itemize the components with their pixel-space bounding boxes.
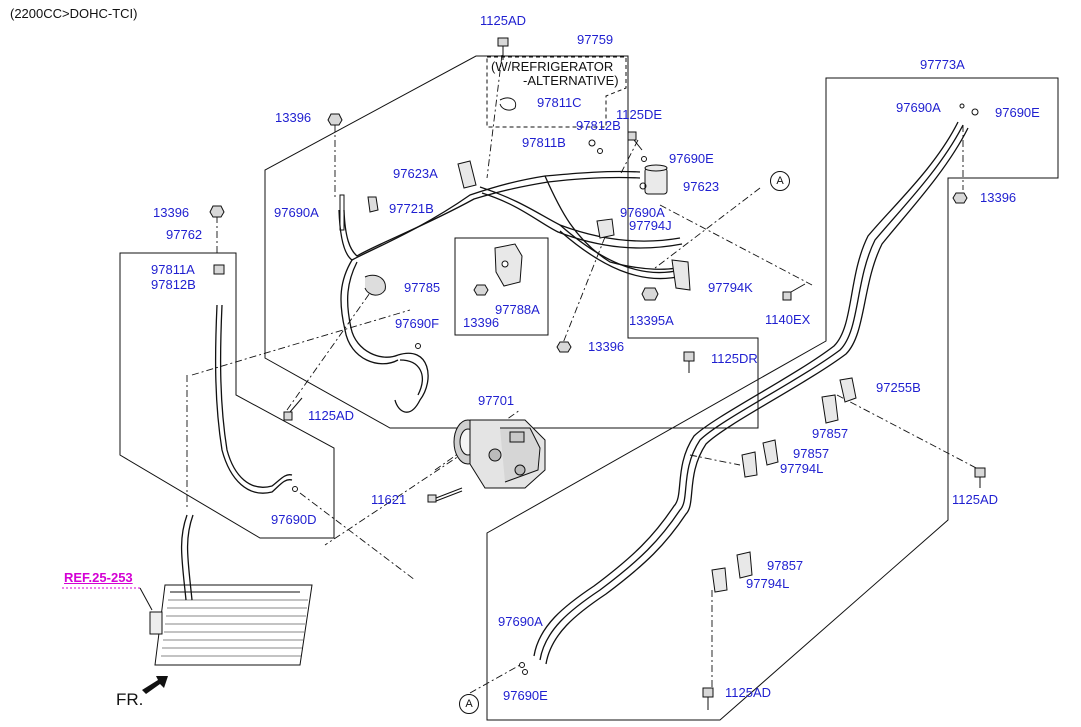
part-label-13396-d[interactable]: 13396	[588, 339, 625, 354]
callout-a-top: A	[770, 171, 790, 191]
part-label-97811c[interactable]: 97811C	[537, 95, 582, 110]
part-label-11621[interactable]: 11621	[371, 492, 407, 507]
part-label-97794l-a[interactable]: 97794L	[780, 461, 824, 476]
part-label-97811b[interactable]: 97811B	[522, 135, 566, 150]
part-label-97721b[interactable]: 97721B	[389, 201, 434, 216]
frame-97788a-box	[454, 237, 549, 336]
part-label-97690a-d[interactable]: 97690A	[498, 614, 543, 629]
part-label-97857-c[interactable]: 97857	[767, 558, 804, 573]
part-label-97255b[interactable]: 97255B	[876, 380, 921, 395]
part-label-97857-b[interactable]: 97857	[793, 446, 830, 461]
part-label-97794j[interactable]: 97794J	[629, 218, 672, 233]
compressor-97701	[453, 419, 546, 489]
part-label-97690d[interactable]: 97690D	[271, 512, 317, 527]
part-label-97690f[interactable]: 97690F	[395, 316, 440, 331]
part-label-97690e-b[interactable]: 97690E	[995, 105, 1040, 120]
frame-97762-group	[119, 252, 335, 539]
part-label-1140ex[interactable]: 1140EX	[765, 312, 811, 327]
part-label-97690a-c[interactable]: 97690A	[896, 100, 941, 115]
part-label-97762[interactable]: 97762	[166, 227, 203, 242]
part-label-97788a[interactable]: 97788A	[495, 302, 540, 317]
part-label-1125ad-top[interactable]: 1125AD	[480, 13, 527, 28]
part-label-97690a-b[interactable]: 97690A	[620, 205, 665, 220]
part-label-1125de[interactable]: 1125DE	[616, 107, 663, 122]
part-label-97785[interactable]: 97785	[404, 280, 441, 295]
ref-link-25-253[interactable]: REF.25-253	[64, 570, 133, 585]
fr-arrow	[142, 676, 168, 694]
part-label-97794k[interactable]: 97794K	[708, 280, 753, 295]
part-label-97812b-a[interactable]: 97812B	[576, 118, 621, 133]
part-label-97623[interactable]: 97623	[683, 179, 720, 194]
part-label-97773a[interactable]: 97773A	[920, 57, 965, 72]
note-line-2: -ALTERNATIVE)	[523, 73, 619, 88]
part-label-13396-e[interactable]: 13396	[980, 190, 1017, 205]
part-label-97690e-a[interactable]: 97690E	[669, 151, 714, 166]
note-line-1: (W/REFRIGERATOR	[491, 59, 614, 74]
part-label-13396-a[interactable]: 13396	[275, 110, 312, 125]
frame-97759-group	[264, 55, 759, 429]
part-label-1125ad-mid[interactable]: 1125AD	[308, 408, 355, 423]
part-label-97812b-b[interactable]: 97812B	[151, 277, 196, 292]
part-label-1125ad-bottom[interactable]: 1125AD	[725, 685, 772, 700]
engine-variant-header: (2200CC>DOHC-TCI)	[10, 6, 138, 21]
part-label-97623a[interactable]: 97623A	[393, 166, 438, 181]
part-label-13396-c[interactable]: 13396	[463, 315, 500, 330]
part-label-97701[interactable]: 97701	[478, 393, 515, 408]
part-label-97857-a[interactable]: 97857	[812, 426, 849, 441]
part-label-97811a[interactable]: 97811A	[151, 262, 195, 277]
frame-97773a-group	[486, 77, 1059, 721]
part-label-97690e-c[interactable]: 97690E	[503, 688, 548, 703]
frame-note-box	[486, 56, 627, 128]
part-label-1125dr[interactable]: 1125DR	[711, 351, 758, 366]
part-label-97690a-a[interactable]: 97690A	[274, 205, 319, 220]
part-label-13396-b[interactable]: 13396	[153, 205, 190, 220]
condenser	[149, 584, 313, 666]
front-direction-label: FR.	[116, 690, 144, 709]
part-label-97759[interactable]: 97759	[577, 32, 614, 47]
part-label-1125ad-right[interactable]: 1125AD	[952, 492, 999, 507]
callout-a-bottom: A	[459, 694, 479, 714]
part-label-13395a[interactable]: 13395A	[629, 313, 674, 328]
part-label-97794l-b[interactable]: 97794L	[746, 576, 790, 591]
